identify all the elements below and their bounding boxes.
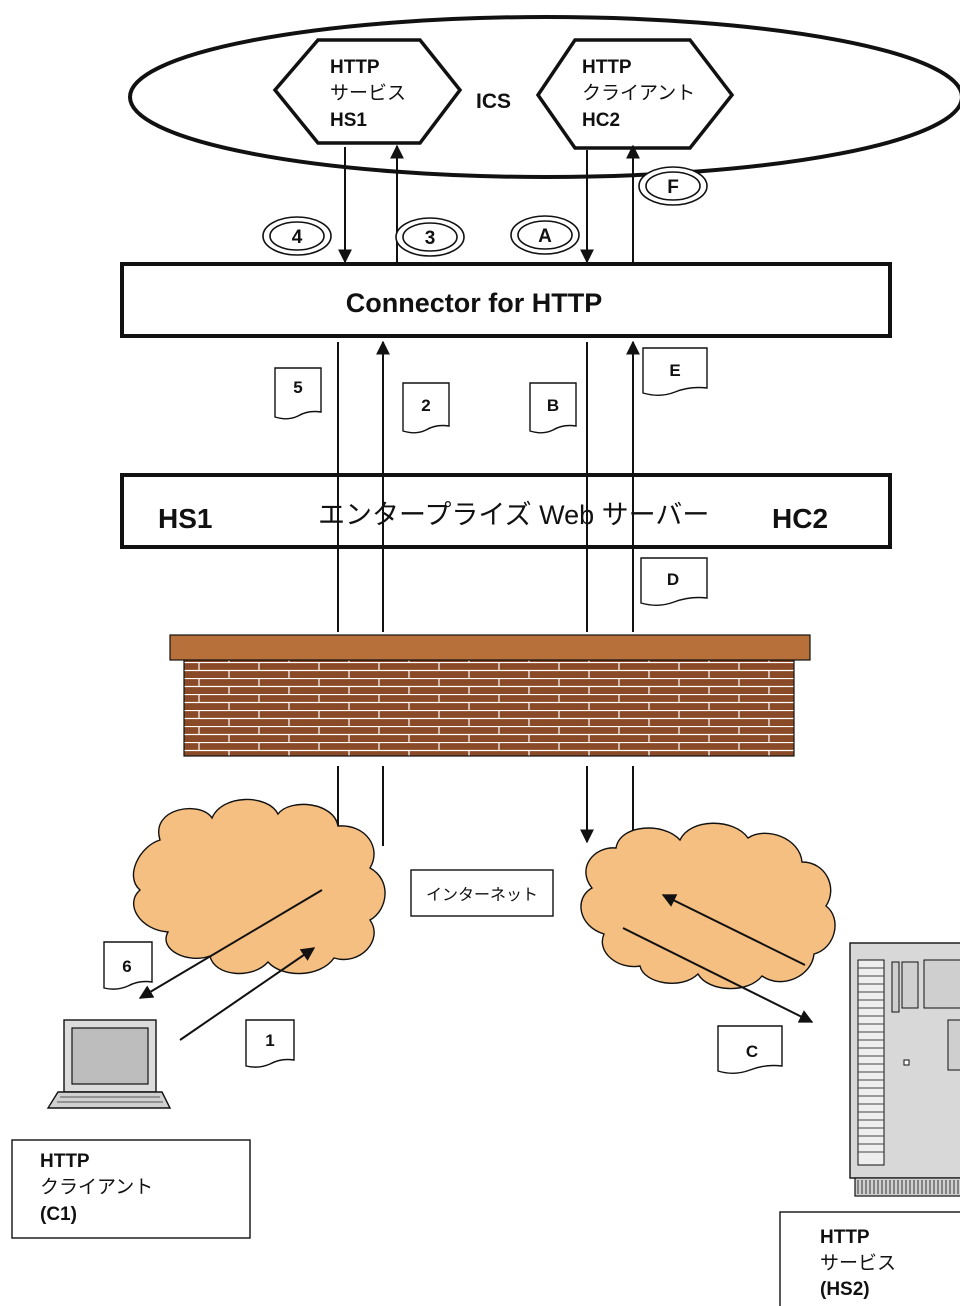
flow-line-6 (138, 889, 323, 999)
step-a-label: A (538, 226, 552, 247)
firewall-bricks (183, 659, 795, 757)
step-e-document: E (642, 347, 708, 396)
client-line2: クライアント (40, 1176, 153, 1198)
step-2-label: 2 (421, 396, 430, 415)
web-server-label: エンタープライズ Web サーバー (318, 500, 709, 530)
connector-label: Connector for HTTP (346, 288, 603, 318)
client-line3: (C1) (40, 1204, 77, 1225)
service-label-box (779, 1211, 960, 1306)
laptop-icon (46, 1019, 172, 1109)
ics-client-hexagon (535, 38, 735, 150)
ics-service-line1: HTTP (330, 57, 380, 78)
web-server-hc2-label: HC2 (772, 503, 828, 534)
connector-box (120, 262, 892, 338)
internet-cloud-left (132, 798, 386, 975)
step-6-label: 6 (122, 957, 131, 976)
step-b-document: B (529, 382, 577, 434)
step-5-document: 5 (274, 367, 322, 420)
step-4-circle: 4 (262, 216, 332, 256)
ics-client-line2: クライアント (582, 82, 695, 104)
flow-line-1 (179, 947, 316, 1041)
step-d-label: D (667, 570, 679, 589)
step-c-document: C (717, 1025, 783, 1074)
service-line2: サービス (820, 1252, 896, 1274)
step-a-circle: A (510, 215, 580, 255)
firewall-cap (169, 634, 811, 661)
service-line1: HTTP (820, 1227, 870, 1248)
ics-service-line3: HS1 (330, 110, 367, 131)
step-6-document: 6 (103, 941, 153, 990)
step-f-circle: F (638, 166, 708, 206)
ics-client-line1: HTTP (582, 57, 632, 78)
step-1-label: 1 (265, 1031, 274, 1050)
internet-cloud-right (580, 822, 836, 990)
client-line1: HTTP (40, 1151, 90, 1172)
step-d-document: D (640, 557, 708, 606)
web-server-box (120, 473, 892, 549)
ics-service-line2: サービス (330, 82, 406, 104)
step-4-label: 4 (292, 227, 303, 248)
web-server-hs1-label: HS1 (158, 503, 212, 534)
flow-line-c-return (661, 894, 806, 966)
step-2-document: 2 (402, 382, 450, 434)
step-b-label: B (547, 396, 559, 415)
ics-label: ICS (476, 90, 511, 113)
step-5-label: 5 (293, 378, 302, 397)
internet-label-box (410, 869, 554, 917)
step-1-document: 1 (245, 1019, 295, 1068)
step-c-label: C (746, 1042, 758, 1061)
service-line3: (HS2) (820, 1279, 870, 1300)
server-icon (849, 942, 960, 1197)
internet-label: インターネット (426, 886, 538, 904)
flow-line-c (622, 927, 814, 1023)
ics-service-hexagon (272, 38, 463, 145)
client-label-box (11, 1139, 251, 1239)
step-f-label: F (667, 177, 679, 198)
step-3-circle: 3 (395, 217, 465, 257)
ics-client-line3: HC2 (582, 110, 620, 131)
step-3-label: 3 (425, 228, 436, 249)
step-e-label: E (669, 361, 680, 380)
